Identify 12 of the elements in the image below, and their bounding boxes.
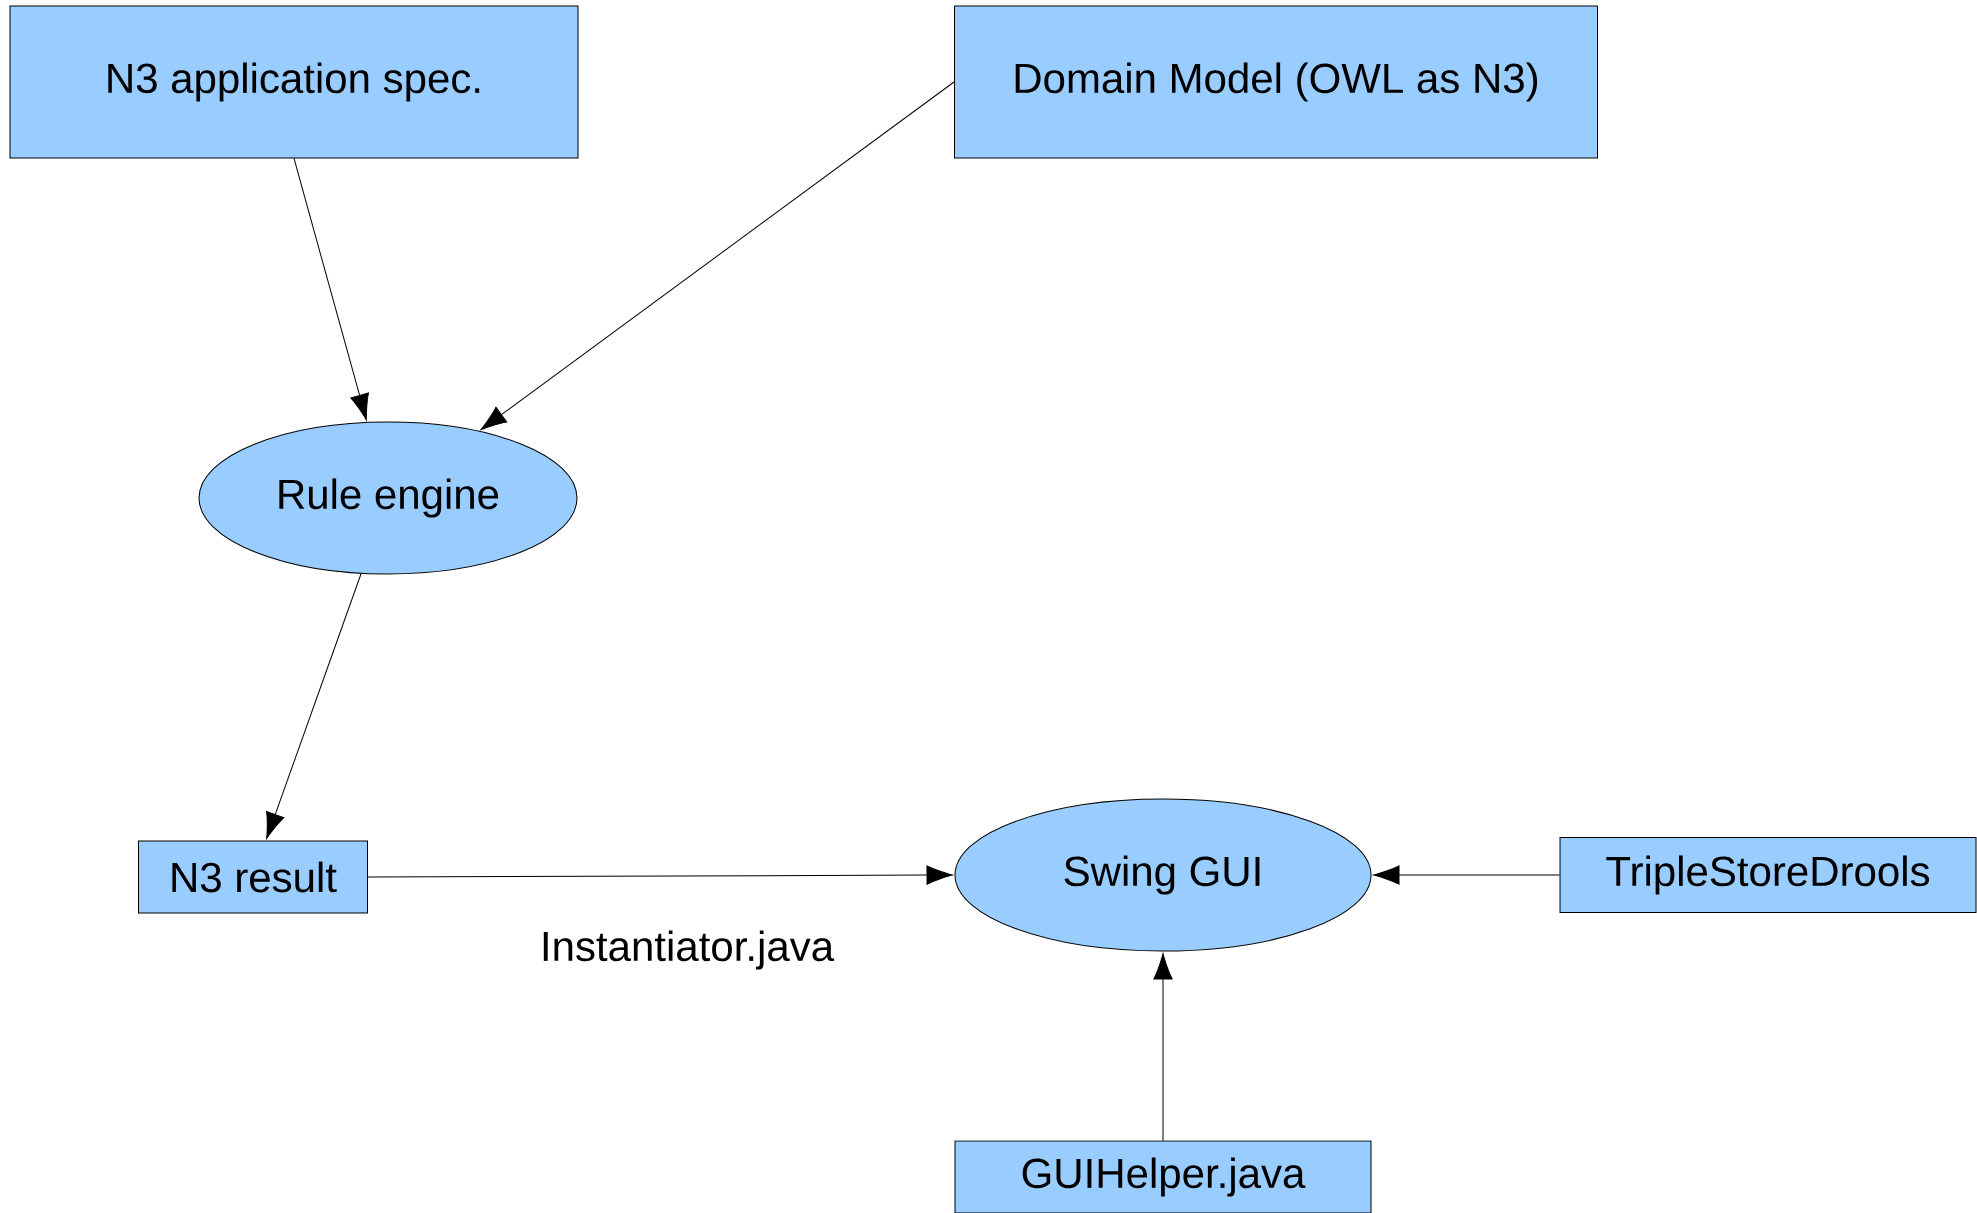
arrow <box>266 573 362 839</box>
arrow <box>480 81 955 431</box>
process-box: N3 application spec. <box>9 5 579 159</box>
arrow <box>367 865 953 885</box>
edge-label: Instantiator.java <box>543 930 835 970</box>
process-box: TripleStoreDrools <box>1559 837 1977 913</box>
arrow <box>1373 865 1560 885</box>
process-box: GUIHelper.java <box>954 1140 1372 1213</box>
arrow <box>293 158 369 421</box>
process-box: N3 result <box>138 840 368 914</box>
process-box: Domain Model (OWL as N3) <box>954 5 1598 159</box>
arrow <box>1153 953 1173 1141</box>
